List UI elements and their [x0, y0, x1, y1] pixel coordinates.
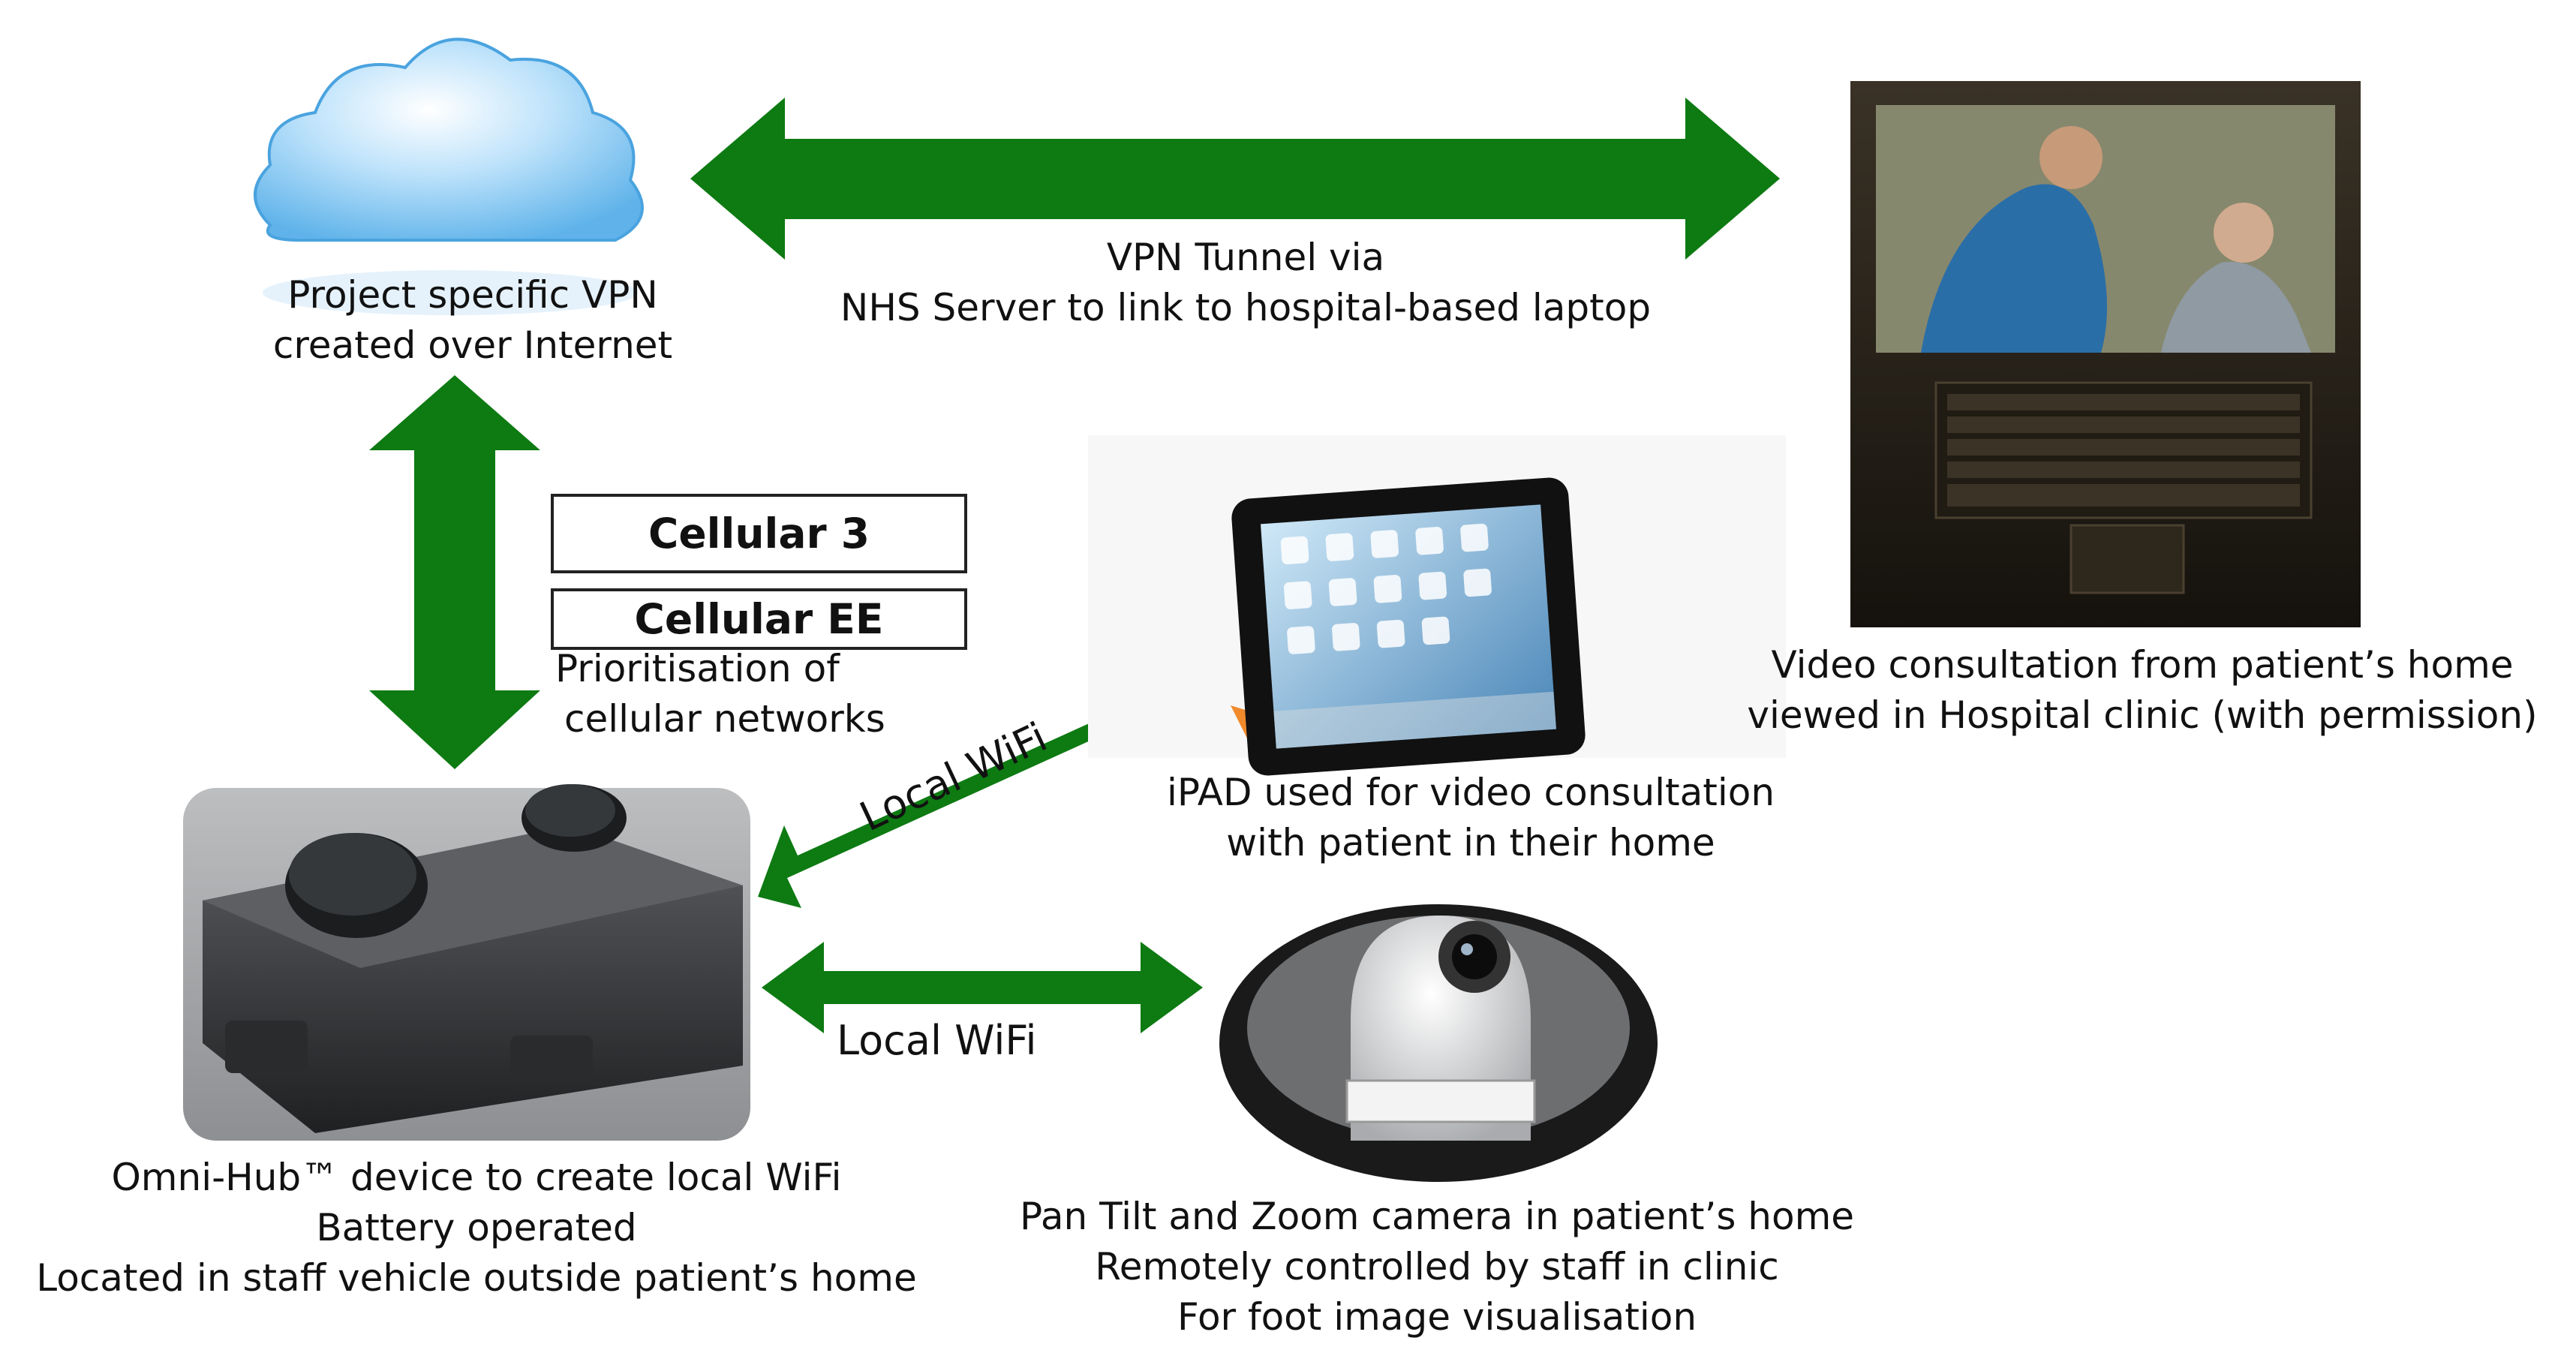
laptop-caption: Video consultation from patient’s home v… [1711, 640, 2574, 741]
ipad-photo [1088, 435, 1786, 776]
camera-wifi-label: Local WiFi [837, 1017, 1037, 1064]
vpn-tunnel-caption-line-2: NHS Server to link to hospital-based lap… [840, 286, 1652, 329]
omni-hub-caption-line-3: Located in staff vehicle outside patient… [36, 1256, 917, 1300]
cellular-caption-line-1: Prioritisation of [555, 647, 840, 690]
laptop-photo [1850, 81, 2361, 627]
camera-caption: Pan Tilt and Zoom camera in patient’s ho… [960, 1192, 1913, 1342]
laptop-caption-line-2: viewed in Hospital clinic (with permissi… [1747, 693, 2538, 737]
cloud-caption-line-1: Project specific VPN [287, 273, 658, 317]
ipad-caption-line-1: iPAD used for video consultation [1166, 771, 1775, 814]
cloud-caption-line-2: created over Internet [272, 323, 673, 367]
cellular-caption-line-2: cellular networks [564, 697, 885, 741]
ptz-camera-photo [1219, 904, 1658, 1182]
camera-caption-line-2: Remotely controlled by staff in clinic [1095, 1245, 1779, 1288]
omni-hub-caption: Omni-Hub™ device to create local WiFi Ba… [0, 1153, 953, 1303]
ipad-wifi-arrow [758, 645, 1231, 908]
camera-wifi-arrow [762, 942, 1203, 1033]
omni-hub-caption-line-2: Battery operated [316, 1206, 637, 1249]
camera-caption-line-1: Pan Tilt and Zoom camera in patient’s ho… [1019, 1195, 1855, 1238]
ipad-caption: iPAD used for video consultation with pa… [1111, 768, 1831, 868]
ipad-caption-line-2: with patient in their home [1226, 821, 1715, 864]
camera-caption-line-3: For foot image visualisation [1177, 1295, 1697, 1339]
omni-hub-photo [183, 784, 750, 1141]
cellular-3-box: Cellular 3 [551, 494, 967, 573]
omni-hub-caption-line-1: Omni-Hub™ device to create local WiFi [111, 1156, 842, 1199]
vpn-tunnel-caption: VPN Tunnel via NHS Server to link to hos… [780, 233, 1711, 333]
cloud-caption: Project specific VPN created over Intern… [225, 270, 720, 371]
vpn-tunnel-caption-line-1: VPN Tunnel via [1106, 236, 1385, 279]
cloud-icon [254, 38, 644, 315]
cellular-link-arrow [369, 375, 540, 769]
cellular-caption: Prioritisation of cellular networks [555, 644, 930, 744]
cellular-ee-box: Cellular EE [551, 588, 967, 650]
vpn-tunnel-arrow [690, 98, 1780, 260]
laptop-caption-line-1: Video consultation from patient’s home [1771, 643, 2514, 687]
